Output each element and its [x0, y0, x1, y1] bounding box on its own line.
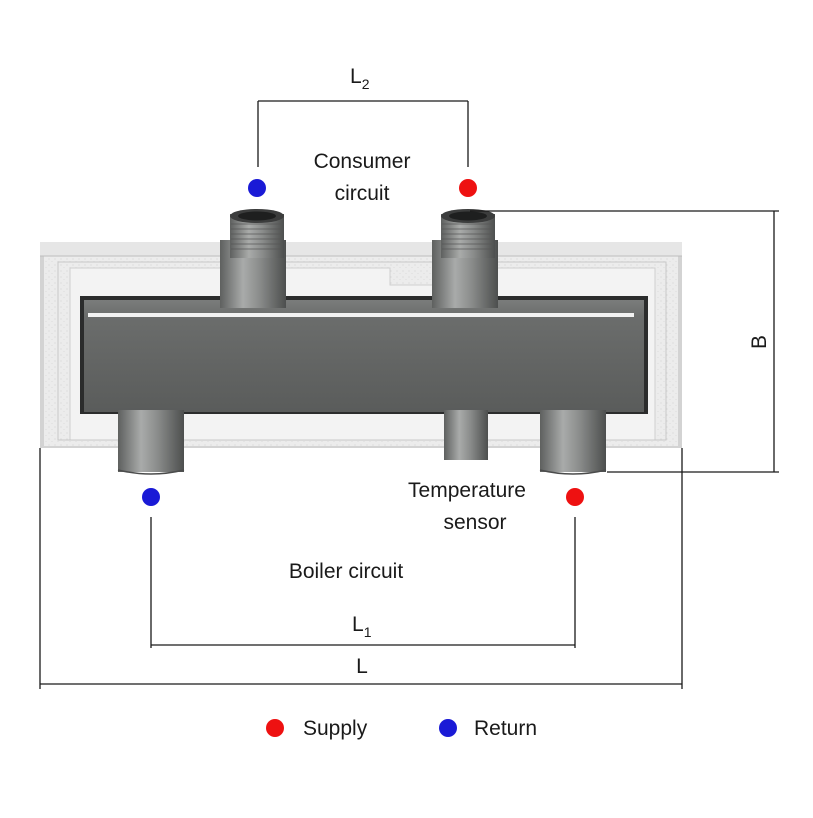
- boiler-supply-pipe: [539, 410, 607, 475]
- consumer-label-line2: circuit: [335, 182, 390, 205]
- boiler-label: Boiler circuit: [289, 560, 404, 583]
- sensor-pipe: [444, 410, 488, 460]
- consumer-supply-pipe: [432, 209, 498, 308]
- temperature-label-line1: Temperature: [408, 479, 526, 502]
- consumer-return-dot: [248, 179, 266, 197]
- dimension-b: [470, 210, 779, 473]
- legend-supply-dot: [266, 719, 284, 737]
- l2-label: L2: [350, 65, 370, 92]
- temperature-label-line2: sensor: [443, 511, 506, 534]
- dimension-l: [39, 448, 683, 689]
- legend-supply-label: Supply: [303, 717, 368, 740]
- l-label: L: [356, 655, 368, 678]
- legend: Supply Return: [266, 717, 537, 740]
- separator-body: [80, 296, 648, 414]
- b-label: B: [748, 335, 771, 349]
- dimension-l2: [257, 100, 469, 167]
- dimension-l1: [150, 517, 576, 648]
- consumer-label-line1: Consumer: [314, 150, 411, 173]
- boiler-supply-dot: [566, 488, 584, 506]
- legend-return-dot: [439, 719, 457, 737]
- consumer-supply-dot: [459, 179, 477, 197]
- legend-return-label: Return: [474, 717, 537, 740]
- boiler-return-pipe: [117, 410, 185, 475]
- boiler-return-dot: [142, 488, 160, 506]
- l1-label: L1: [352, 613, 372, 640]
- consumer-return-pipe: [220, 209, 286, 308]
